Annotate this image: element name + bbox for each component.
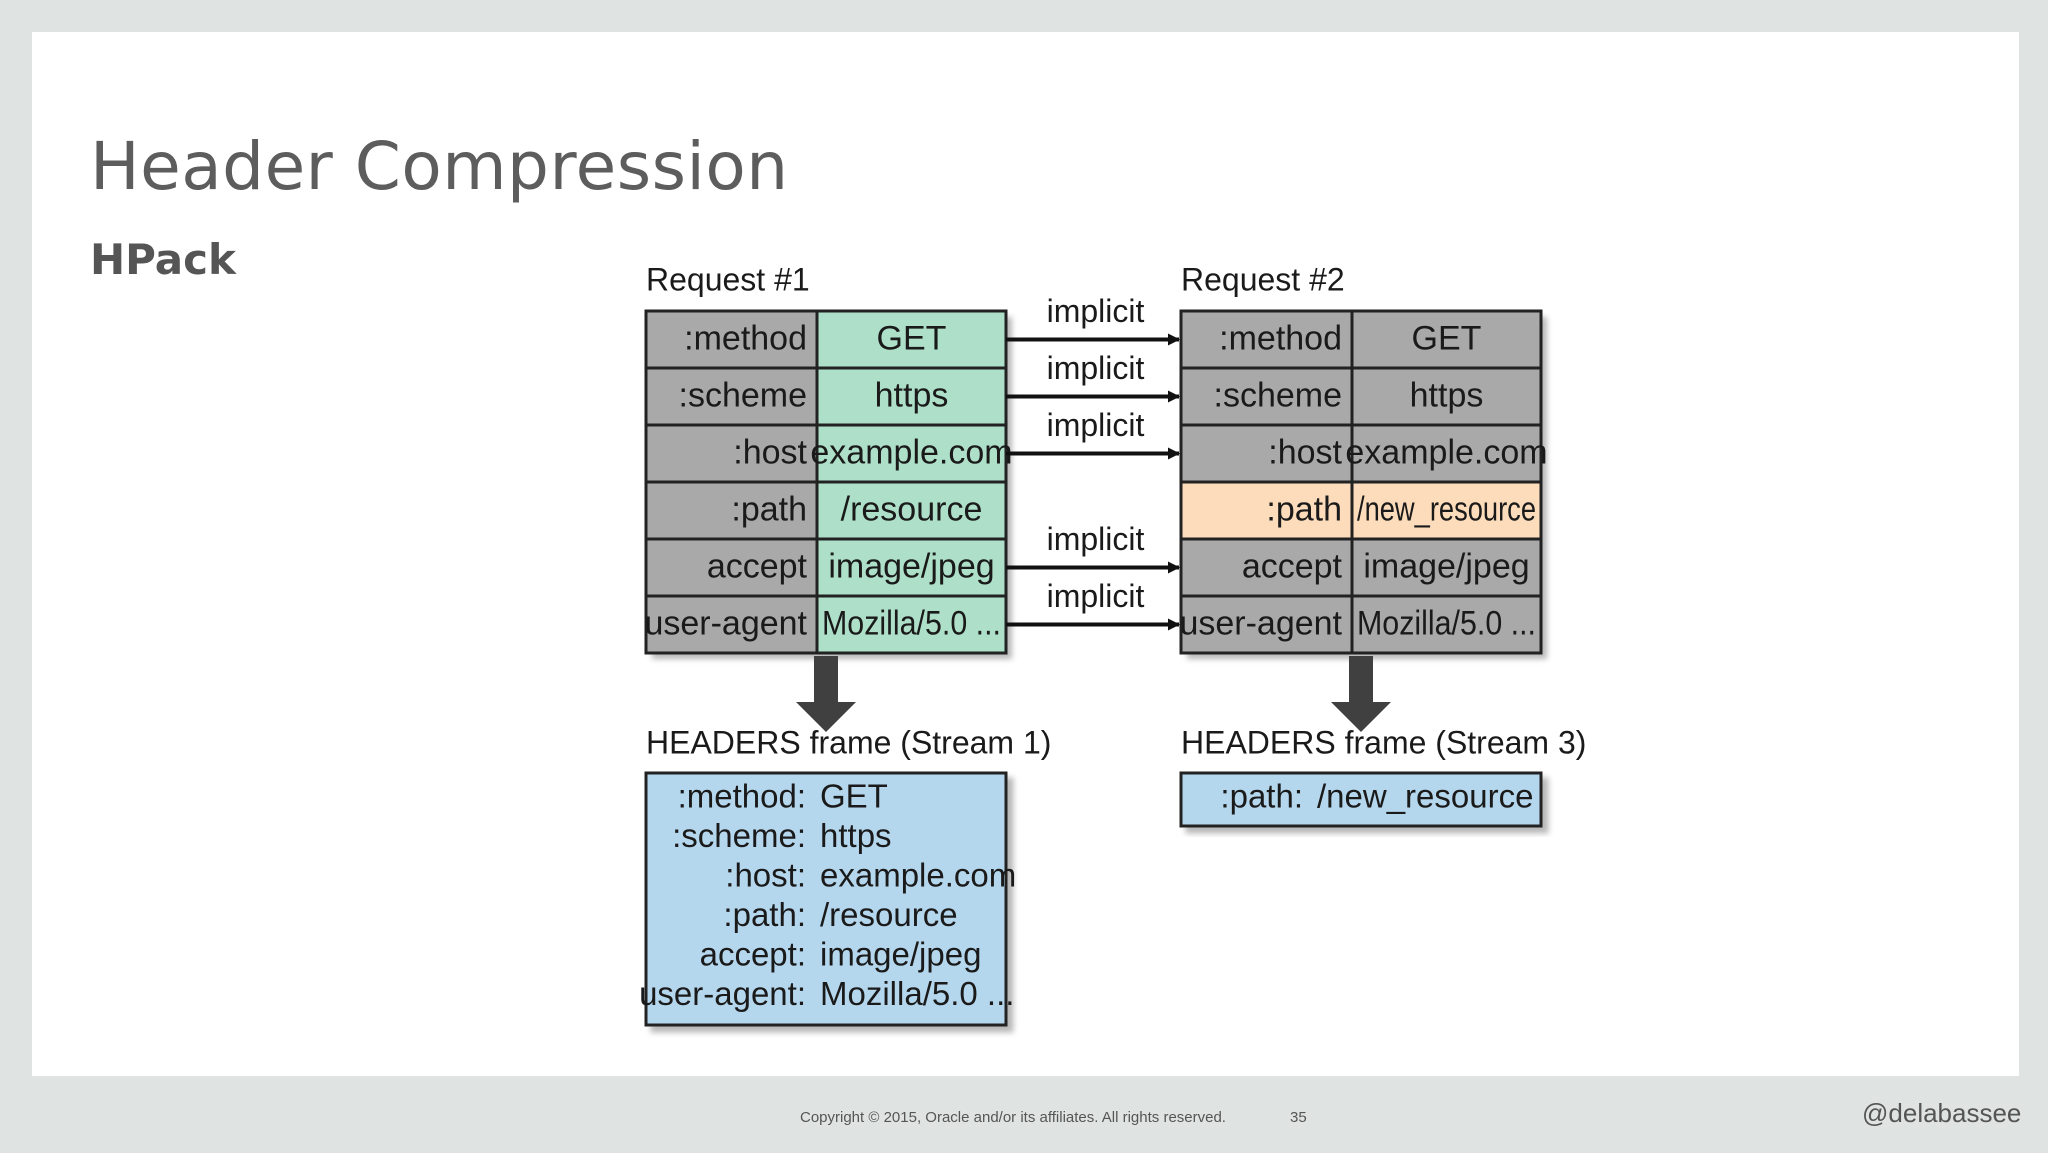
- frame-line-name: :scheme:: [672, 817, 806, 854]
- header-value-cell: [1350, 480, 1543, 541]
- frame-line-value: /new_resource: [1317, 778, 1533, 815]
- header-name-cell: [644, 594, 819, 655]
- slide-subtitle: HPack: [90, 235, 236, 284]
- header-name-label: user-agent: [644, 604, 807, 642]
- header-value-cell: [815, 537, 1008, 598]
- header-value-cell: [1350, 537, 1543, 598]
- frame-line-name: :host:: [725, 857, 806, 894]
- header-name-cell: [1179, 423, 1354, 484]
- header-name-cell: [1179, 480, 1354, 541]
- headers-frame-2: HEADERS frame (Stream 3) :path: /new_resou…: [1179, 724, 1586, 828]
- page-number: 35: [1290, 1109, 1307, 1126]
- header-name-label: accept: [1242, 547, 1343, 585]
- header-value-cell: [1350, 423, 1543, 484]
- header-name-cell: [644, 537, 819, 598]
- frame-line-value: GET: [820, 778, 888, 815]
- header-name-label: accept: [707, 547, 808, 585]
- down-arrow-2: [1331, 656, 1391, 732]
- header-name-label: user-agent: [1179, 604, 1342, 642]
- implicit-label: implicit: [1047, 407, 1145, 443]
- header-name-label: :method: [684, 319, 807, 357]
- down-arrow-1: [796, 656, 856, 732]
- twitter-handle: @delabassee: [1862, 1098, 2022, 1128]
- frame-line-value: example.com: [820, 857, 1016, 894]
- frame-line-name: accept:: [700, 936, 806, 973]
- header-value-label: Mozilla/5.0 ...: [1357, 604, 1536, 642]
- frame-line-name: :path:: [1220, 778, 1303, 815]
- frame-line-name: :path:: [723, 896, 806, 933]
- copyright-text: Copyright © 2015, Oracle and/or its affi…: [800, 1109, 1226, 1126]
- header-name-label: :host: [733, 433, 807, 471]
- header-value-cell: [1350, 594, 1543, 655]
- header-value-label: image/jpeg: [1363, 547, 1529, 585]
- header-value-cell: [815, 366, 1008, 427]
- header-value-label: /new_resource: [1357, 490, 1536, 528]
- header-value-label: example.com: [1345, 433, 1547, 471]
- header-value-label: /resource: [841, 490, 983, 528]
- frame-title: HEADERS frame (Stream 3): [1181, 724, 1586, 760]
- frame-box: [644, 771, 1008, 1027]
- slide: [32, 32, 2019, 1076]
- frame-box: [1179, 771, 1543, 828]
- slide-title: Header Compression: [90, 128, 789, 205]
- header-value-label: example.com: [810, 433, 1012, 471]
- header-value-label: https: [1410, 376, 1484, 414]
- header-name-cell: [644, 480, 819, 541]
- frame-title: HEADERS frame (Stream 1): [646, 724, 1051, 760]
- header-value-label: https: [875, 376, 949, 414]
- implicit-label: implicit: [1047, 521, 1145, 557]
- header-value-label: GET: [877, 319, 947, 357]
- header-value-cell: [815, 309, 1008, 370]
- frame-line-name: :method:: [678, 778, 806, 815]
- frame-line-value: /resource: [820, 896, 958, 933]
- header-name-label: :scheme: [1214, 376, 1343, 414]
- header-name-cell: [644, 309, 819, 370]
- implicit-label: implicit: [1047, 350, 1145, 386]
- implicit-label: implicit: [1047, 578, 1145, 614]
- header-name-label: :path: [1266, 490, 1342, 528]
- header-name-label: :host: [1268, 433, 1342, 471]
- header-value-label: Mozilla/5.0 ...: [822, 604, 1001, 642]
- headers-frame-1: HEADERS frame (Stream 1) :method: GET :sche…: [639, 724, 1051, 1027]
- header-value-cell: [1350, 309, 1543, 370]
- implicit-label: implicit: [1047, 293, 1145, 329]
- frame-line-name: user-agent:: [639, 975, 806, 1012]
- frame-line-value: https: [820, 817, 892, 854]
- frame-line-value: Mozilla/5.0 ...: [820, 975, 1014, 1012]
- header-value-label: GET: [1412, 319, 1482, 357]
- request-title: Request #1: [646, 261, 810, 297]
- header-name-cell: [1179, 594, 1354, 655]
- frame-line-value: image/jpeg: [820, 936, 981, 973]
- header-value-label: image/jpeg: [828, 547, 994, 585]
- header-name-label: :method: [1219, 319, 1342, 357]
- header-name-cell: [1179, 537, 1354, 598]
- request-title: Request #2: [1181, 261, 1345, 297]
- header-name-label: :scheme: [679, 376, 808, 414]
- header-name-label: :path: [731, 490, 807, 528]
